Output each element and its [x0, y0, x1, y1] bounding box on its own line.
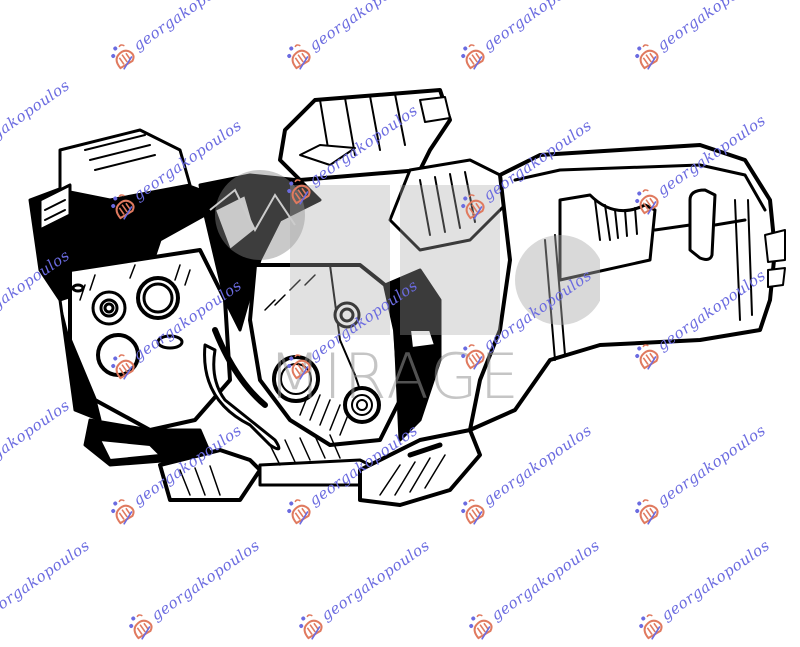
watermark-logo-icon [293, 607, 329, 643]
watermark-logo-icon [633, 607, 669, 643]
watermark-logo-icon [123, 607, 159, 643]
watermark-logo-icon [463, 607, 499, 643]
door-lock-drawing [28, 88, 786, 507]
